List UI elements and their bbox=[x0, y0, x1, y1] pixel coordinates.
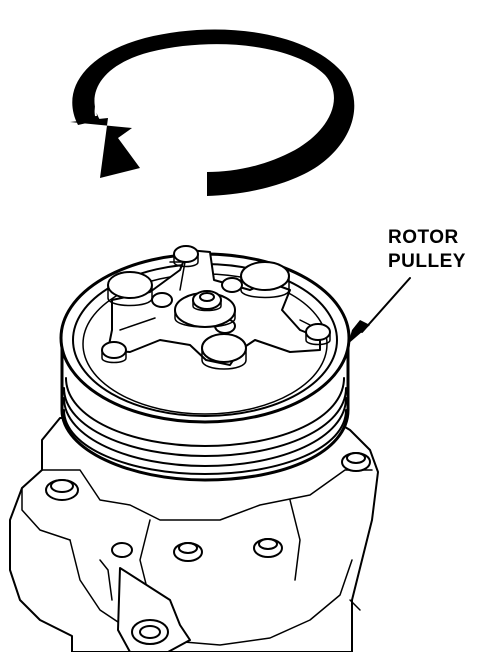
rivet-inner-2 bbox=[221, 277, 243, 293]
armature-plate bbox=[101, 245, 331, 370]
rotation-arrow-icon bbox=[70, 29, 355, 196]
callout-leader-line bbox=[361, 277, 411, 333]
rivet-right-large bbox=[240, 261, 290, 299]
housing-bolt-3 bbox=[173, 542, 203, 562]
rivet-top bbox=[173, 245, 199, 268]
housing-port bbox=[117, 567, 191, 652]
callout-arrowhead-icon bbox=[348, 320, 370, 344]
housing-bolt-1 bbox=[45, 479, 79, 501]
center-hub bbox=[174, 290, 236, 328]
rivet-left-small bbox=[101, 341, 127, 364]
housing-bolt-2 bbox=[341, 452, 371, 472]
housing-bolt-4 bbox=[253, 538, 283, 558]
callout-label-line1: ROTOR bbox=[388, 227, 459, 248]
rotor-pulley-callout: ROTOR PULLEY bbox=[348, 227, 466, 344]
rivet-inner-1 bbox=[151, 292, 173, 308]
callout-label-line2: PULLEY bbox=[388, 251, 466, 272]
compressor-body bbox=[9, 417, 379, 652]
rivet-right-small bbox=[305, 323, 331, 346]
rivet-front-large bbox=[201, 333, 247, 370]
housing-bolt-5 bbox=[111, 542, 133, 558]
